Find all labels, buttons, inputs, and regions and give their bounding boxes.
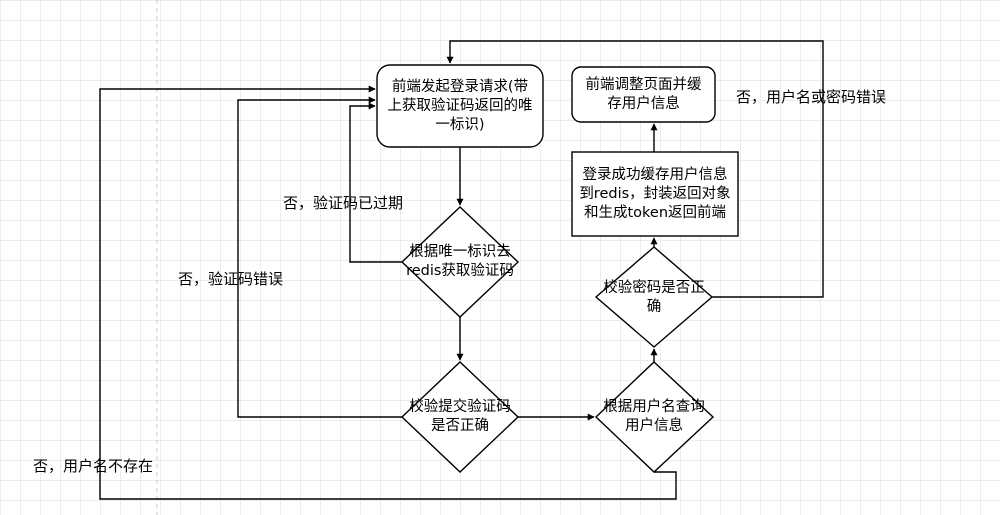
edge-code-wrong <box>237 96 402 418</box>
cache-user-label: 登录成功缓存用户信息到redis，封装返回对象和生成token返回前端 <box>579 166 731 221</box>
check-code-diamond[interactable] <box>400 361 520 473</box>
get-code-label: 根据唯一标识去redis获取验证码 <box>406 244 514 279</box>
cache-user-node[interactable] <box>571 151 739 237</box>
edge-label-code-expired: 否，验证码已过期 <box>283 194 404 212</box>
frontend-cache-node[interactable] <box>571 66 716 123</box>
query-user-label: 根据用户名查询用户信息 <box>603 399 705 434</box>
check-pwd-label: 校验密码是否正确 <box>603 280 705 315</box>
check-code-label: 校验提交验证码是否正确 <box>409 399 511 434</box>
edge-label-user-not-exist: 否，用户名不存在 <box>33 457 154 475</box>
edge-label-user-or-pwd-wrong: 否，用户名或密码错误 <box>736 88 887 106</box>
edge-label-code-wrong: 否，验证码错误 <box>178 270 284 288</box>
frontend-cache-label: 前端调整页面并缓存用户信息 <box>585 76 702 112</box>
edge-user-or-pwd-wrong <box>446 40 824 298</box>
edge-code-expired <box>349 102 402 263</box>
check-pwd-diamond[interactable] <box>594 246 714 348</box>
edge-user-not-exist <box>99 85 677 500</box>
start-node-label: 前端发起登录请求(带上获取验证码返回的唯一标识) <box>387 78 533 133</box>
